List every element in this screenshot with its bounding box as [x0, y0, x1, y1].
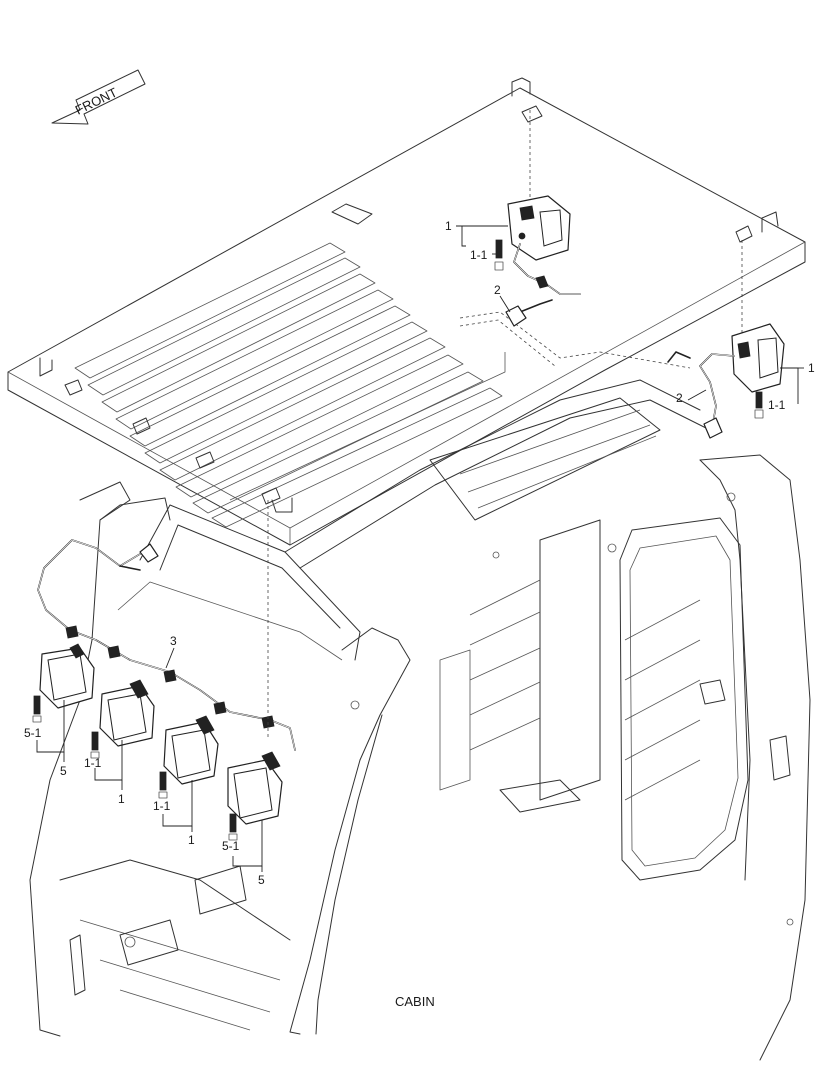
callout-front-lamp-a: 5 — [60, 764, 67, 778]
callout-front-lamp-a-bulb: 5-1 — [24, 726, 42, 740]
bulb-icon — [754, 391, 764, 419]
callout-bulb-rear-right: 1-1 — [768, 398, 786, 412]
callout-front-lamp-b-bulb: 1-1 — [84, 756, 102, 770]
front-work-lamp-b — [99, 679, 155, 747]
front-arrow-label: FRONT — [73, 85, 120, 118]
callout-work-lamp-rear-left: 1 — [445, 219, 452, 233]
callout-front-lamp-c: 1 — [188, 833, 195, 847]
roof-panel — [7, 77, 806, 546]
callout-front-harness: 3 — [170, 634, 177, 648]
bulb-icon — [158, 771, 168, 799]
cabin-frame — [29, 379, 811, 1061]
callout-leader-lines — [36, 225, 804, 872]
callout-bulb-rear-left: 1-1 — [470, 248, 488, 262]
rear-work-lamp-right — [667, 240, 785, 439]
bulb-icon — [90, 731, 100, 759]
callout-harness-rear-left: 2 — [494, 283, 501, 297]
callout-work-lamp-rear-right: 1 — [808, 361, 815, 375]
callout-front-lamp-d: 5 — [258, 873, 265, 887]
callout-harness-rear-right: 2 — [676, 391, 683, 405]
front-work-lamp-a — [39, 643, 95, 709]
roof-vent-slats — [74, 242, 506, 528]
bulb-icon — [32, 695, 42, 723]
bulb-icon — [494, 239, 504, 271]
callout-front-lamp-d-bulb: 5-1 — [222, 839, 240, 853]
bulb-icon — [228, 813, 238, 841]
front-work-lamp-d — [227, 751, 283, 825]
front-direction-arrow: FRONT — [51, 69, 146, 125]
rear-work-lamp-left — [505, 110, 581, 327]
front-work-lamp-c — [163, 715, 219, 785]
diagram-caption: CABIN — [395, 994, 435, 1009]
callout-front-lamp-b: 1 — [118, 792, 125, 806]
callout-front-lamp-c-bulb: 1-1 — [153, 799, 171, 813]
